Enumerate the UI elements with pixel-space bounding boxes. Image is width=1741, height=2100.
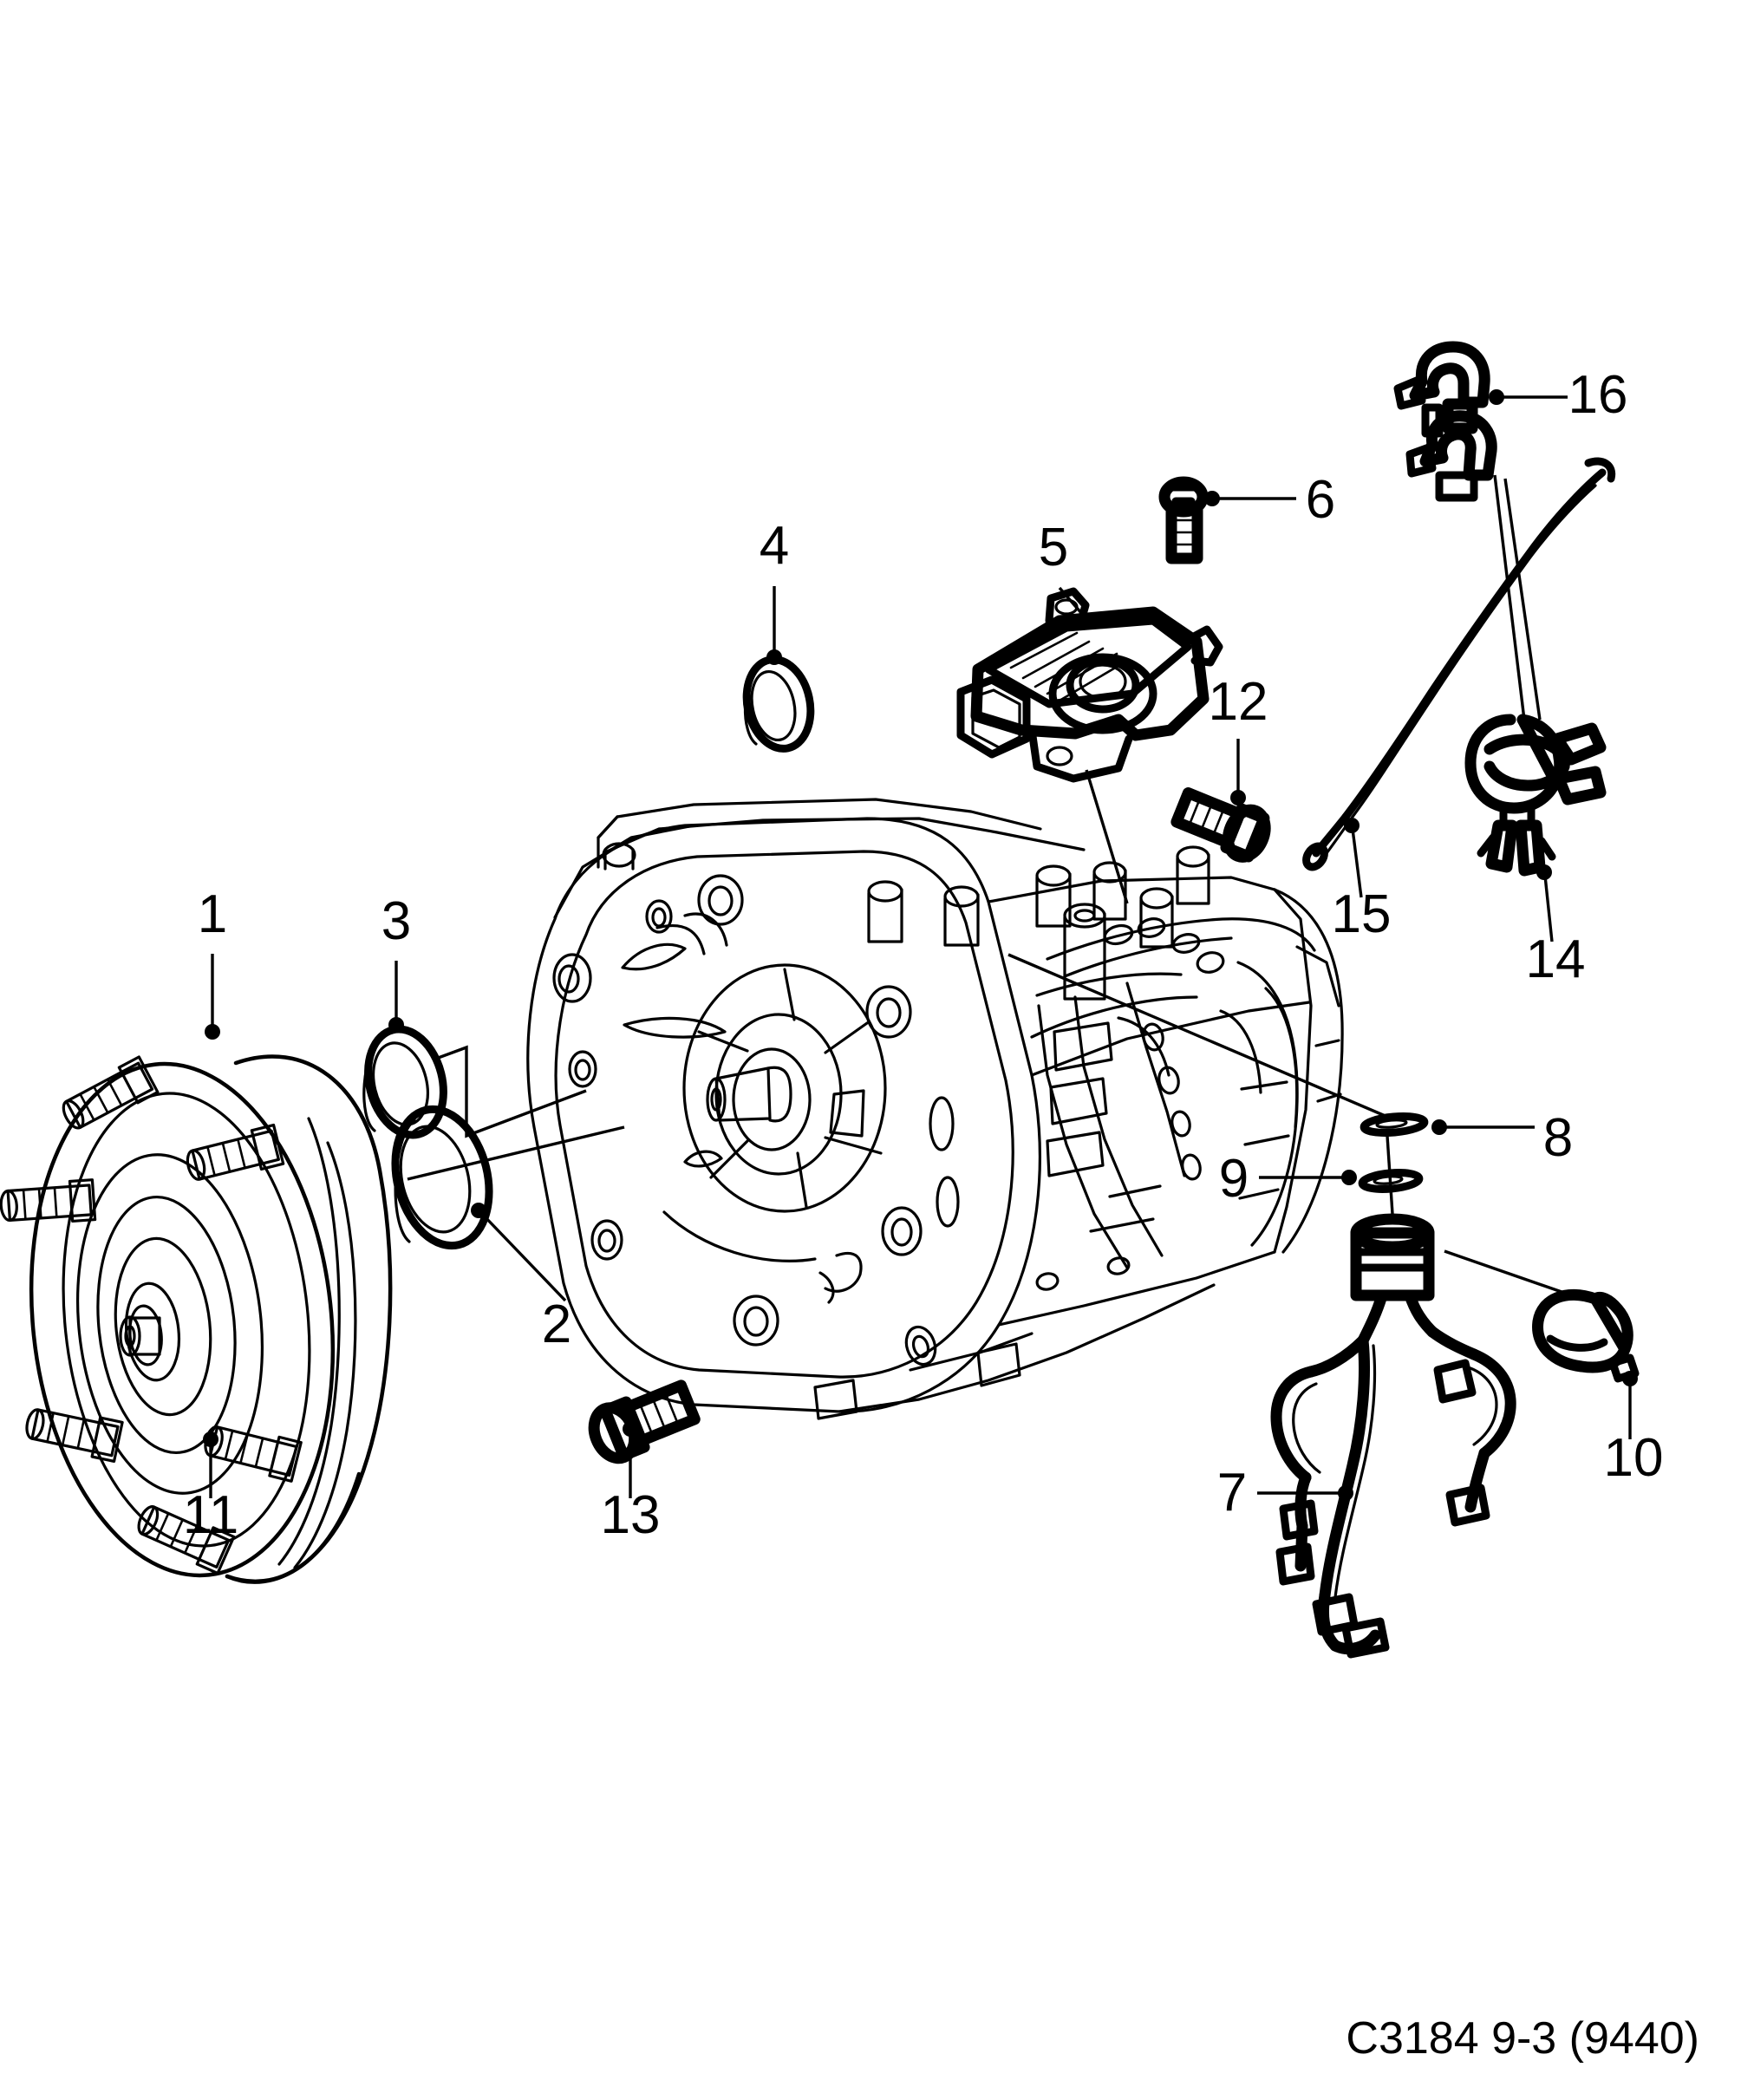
flange-bolt-12-part (1170, 787, 1271, 863)
callout-2: 2 (471, 1203, 571, 1354)
callout-label-3: 3 (381, 891, 411, 951)
callout-10: 10 (1604, 1371, 1664, 1488)
flange-bolt-13-part (588, 1379, 701, 1464)
callout-label-14: 14 (1526, 929, 1586, 989)
vent-hose-clip-part (1464, 714, 1607, 877)
callout-11: 11 (183, 1432, 238, 1545)
bellhousing-bolt-holes (552, 874, 960, 1347)
wiring-harness-part (1270, 1213, 1516, 1659)
retaining-clip-c-part (1532, 1288, 1640, 1383)
callout-label-15: 15 (1332, 884, 1392, 944)
callout-label-4: 4 (760, 516, 789, 576)
auxiliary-leaders (1493, 474, 1542, 721)
callout-5: 5 (1039, 518, 1129, 904)
callout-7: 7 (1217, 1463, 1353, 1523)
callout-label-9: 9 (1219, 1149, 1249, 1209)
oil-seal-lower-part (391, 1105, 493, 1250)
vent-hose-part (1302, 457, 1616, 871)
callout-label-16: 16 (1568, 365, 1628, 425)
clip-to-harness-leader (1444, 1249, 1588, 1302)
transmission-range-switch-part (956, 587, 1223, 783)
transmission-case (526, 798, 1344, 1420)
callout-16: 16 (1489, 365, 1627, 425)
shaft-seal-ring-part (742, 655, 815, 753)
callout-label-2: 2 (542, 1295, 571, 1354)
callout-12: 12 (1209, 672, 1268, 805)
callout-3: 3 (381, 891, 411, 1033)
seal-leaders (407, 1045, 625, 1181)
callout-9: 9 (1219, 1149, 1357, 1209)
case-to-washer-leader (1007, 953, 1388, 1118)
callout-label-1: 1 (198, 884, 227, 944)
torque-converter-part (0, 1054, 393, 1584)
double-retainer-clip-part (1393, 341, 1497, 502)
case-bosses (867, 845, 1210, 1001)
callout-label-11: 11 (183, 1485, 238, 1545)
callout-6: 6 (1204, 470, 1335, 530)
switch-screw-part (1158, 476, 1209, 564)
callout-label-10: 10 (1604, 1428, 1664, 1488)
callout-label-8: 8 (1543, 1108, 1573, 1168)
callout-14: 14 (1526, 864, 1586, 989)
callout-15: 15 (1332, 818, 1392, 944)
callout-label-7: 7 (1217, 1463, 1247, 1523)
callout-13: 13 (601, 1421, 661, 1545)
converter-studs (0, 1055, 303, 1575)
harness-top-leader (1386, 1135, 1394, 1215)
callout-label-12: 12 (1209, 672, 1268, 732)
seal-washer-upper-part (1360, 1112, 1429, 1137)
sheet-caption: C3184 9-3 (9440) (1346, 2013, 1699, 2064)
callout-label-13: 13 (601, 1485, 661, 1545)
callout-4: 4 (760, 516, 789, 665)
callout-label-5: 5 (1039, 518, 1068, 577)
callout-1: 1 (198, 884, 227, 1040)
callout-label-6: 6 (1306, 470, 1335, 530)
callout-8: 8 (1431, 1108, 1573, 1168)
